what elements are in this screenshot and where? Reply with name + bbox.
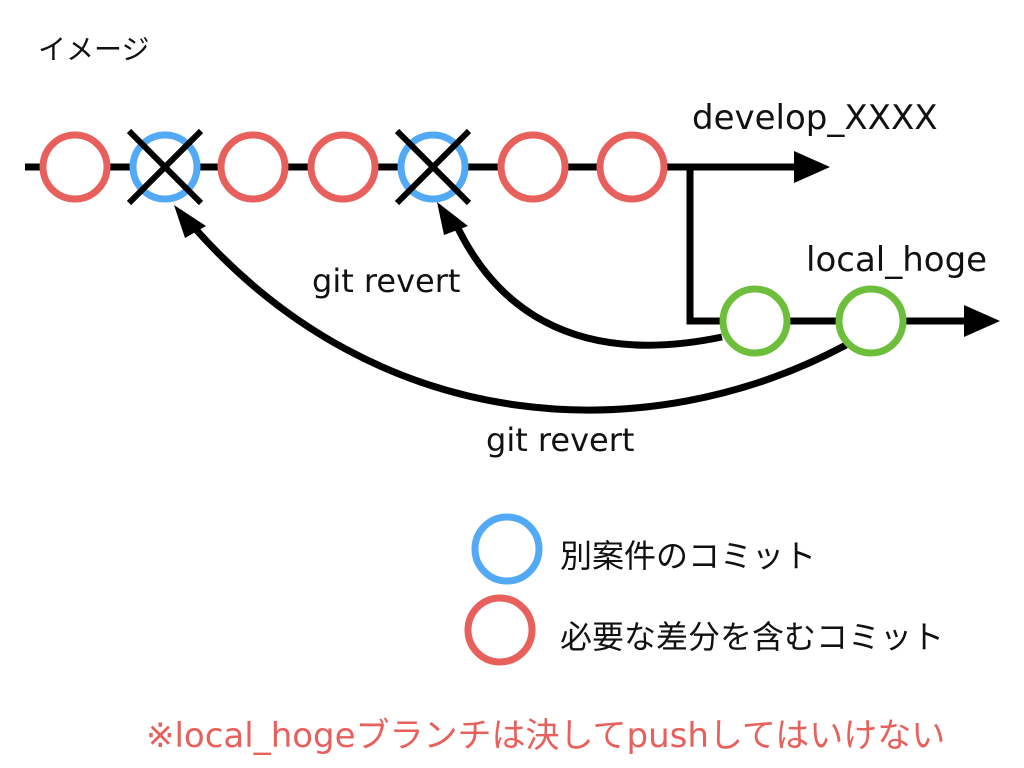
- revert-label-1: git revert: [312, 262, 461, 300]
- revert-cross-mark: [394, 128, 472, 206]
- page-title: イメージ: [38, 33, 150, 66]
- main-commit: [497, 131, 569, 203]
- branch-off-line: [686, 167, 720, 325]
- revert-label-2: git revert: [486, 421, 635, 459]
- main-commit: [307, 131, 379, 203]
- warning-note: ※local_hogeブランチは決してpushしてはいけない: [146, 716, 946, 756]
- main-commit: [217, 131, 289, 203]
- revert-cross-mark: [126, 128, 204, 206]
- revert-arrow-2: [189, 222, 848, 414]
- revert-arrow-1-head: [437, 202, 468, 235]
- local-commit: [719, 285, 791, 357]
- legend-blue-marker: [471, 513, 543, 585]
- legend-red-marker: [464, 594, 536, 666]
- branch-label-local: local_hoge: [806, 240, 988, 280]
- revert-arrow-2-head: [174, 205, 206, 238]
- main-commit: [596, 131, 668, 203]
- local-branch-arrowhead: [964, 305, 1000, 337]
- revert-arrow-1: [451, 220, 723, 349]
- legend-label-needed-diff: 必要な差分を含むコミット: [560, 618, 945, 656]
- local-commit: [835, 285, 907, 357]
- legend-label-other-project: 別案件のコミット: [560, 537, 817, 575]
- main-commit: [39, 131, 111, 203]
- main-branch-arrowhead: [794, 151, 830, 183]
- branch-label-develop: develop_XXXX: [692, 98, 938, 138]
